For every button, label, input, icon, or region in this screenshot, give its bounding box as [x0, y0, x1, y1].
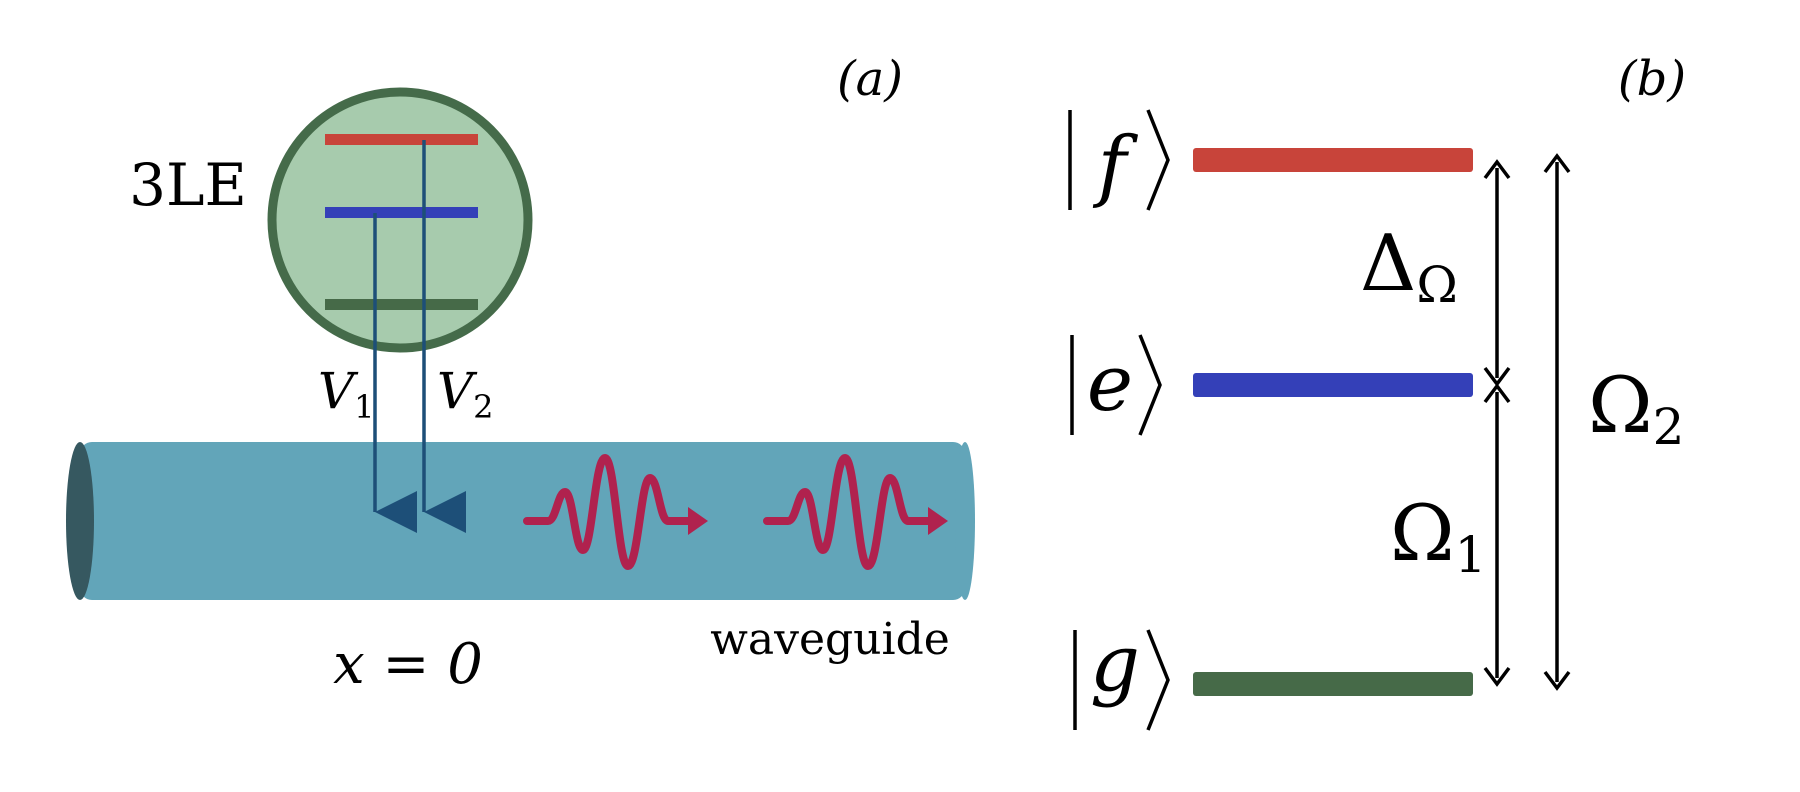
- state-g-ket: g: [1073, 619, 1170, 731]
- energy-level-g: [1193, 672, 1473, 696]
- photon-2-wave: [763, 454, 934, 570]
- delta-omega-arrow: [1483, 159, 1511, 387]
- energy-level-e: [1193, 373, 1473, 397]
- delta-omega-label: ΔΩ: [1360, 219, 1458, 314]
- photon-2-arrowhead: [928, 507, 948, 535]
- state-f-symbol: f: [1093, 121, 1139, 211]
- omega-1-label: Ω1: [1390, 489, 1486, 584]
- emitter-label: 3LE: [129, 151, 247, 219]
- photon-1-arrowhead: [688, 507, 708, 535]
- state-e-symbol: e: [1087, 339, 1133, 429]
- state-f-ket: f: [1068, 109, 1170, 211]
- energy-level-f: [1193, 148, 1473, 172]
- omega-2-arrow: [1543, 153, 1571, 691]
- coupling-label-v2: V2: [437, 362, 493, 426]
- photon-1-wave: [523, 454, 694, 570]
- coupling-label-v1: V1: [318, 362, 374, 426]
- emitter-level-f: [325, 134, 478, 145]
- photon-wavepacket-1: [523, 454, 708, 570]
- emitter-level-g: [325, 299, 478, 310]
- panel-a-label: (a): [837, 51, 903, 107]
- waveguide-label: waveguide: [710, 614, 950, 665]
- omega-1-arrow: [1483, 383, 1511, 687]
- panel-b-label: (b): [1618, 51, 1686, 107]
- emitter-level-e: [325, 207, 478, 218]
- panel-b: (b) f e g ΔΩ: [1068, 51, 1686, 731]
- waveguide-end: [66, 442, 94, 600]
- three-level-emitter: [267, 87, 533, 353]
- state-g-symbol: g: [1090, 619, 1140, 709]
- photon-wavepacket-2: [763, 454, 948, 570]
- waveguide-body: [80, 442, 965, 600]
- state-e-ket: e: [1070, 334, 1162, 436]
- waveguide: [66, 442, 975, 600]
- panel-a: (a) 3LE V1 V2: [66, 51, 975, 697]
- waveguide-far-end: [955, 442, 975, 600]
- emitter-circle: [267, 87, 533, 353]
- position-label: x = 0: [333, 632, 483, 697]
- omega-2-label: Ω2: [1588, 361, 1684, 456]
